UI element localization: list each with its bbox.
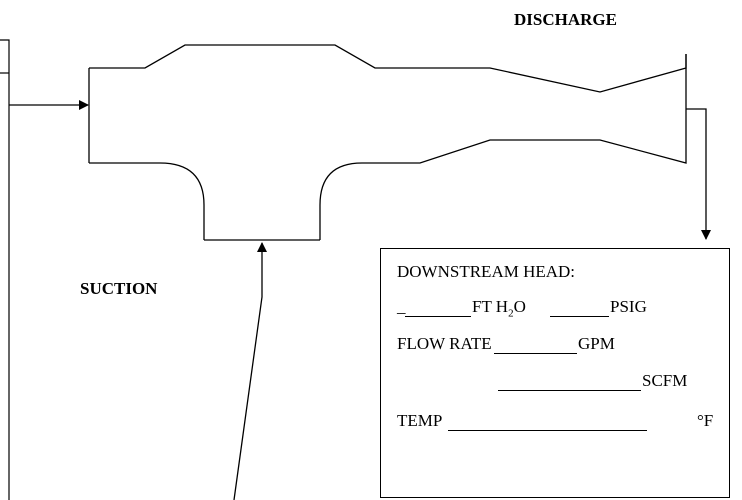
pipe-bottom-left (89, 162, 205, 240)
discharge-label: DISCHARGE (514, 10, 617, 29)
flow-rate-label: FLOW RATE (397, 334, 492, 353)
deg-f-label: °F (697, 411, 714, 430)
gpm-label: GPM (578, 334, 615, 353)
left-panel (0, 39, 10, 500)
downstream-head-title: DOWNSTREAM HEAD: (397, 262, 576, 281)
ft-h2o-label: FT H2O (472, 297, 526, 320)
pipe-outline (88, 44, 687, 241)
scfm-field[interactable] (498, 390, 641, 391)
psig-label: PSIG (610, 297, 647, 316)
temp-label: TEMP (397, 411, 443, 430)
downstream-head-box: DOWNSTREAM HEAD: _ FT H2O PSIG FLOW RATE… (380, 248, 730, 498)
gpm-field[interactable] (494, 353, 577, 354)
pipe-top-contour (89, 44, 687, 93)
temp-field[interactable] (448, 430, 647, 431)
ft-h2o-field[interactable] (405, 316, 471, 317)
suction-label: SUCTION (80, 279, 158, 298)
psig-field[interactable] (550, 316, 609, 317)
left-panel-border (0, 39, 10, 500)
pipe-bottom-right (319, 54, 687, 240)
discharge-arrow (686, 108, 711, 240)
ft-prefix: _ (397, 297, 406, 316)
scfm-label: SCFM (642, 371, 688, 390)
suction-arrow (233, 242, 267, 500)
